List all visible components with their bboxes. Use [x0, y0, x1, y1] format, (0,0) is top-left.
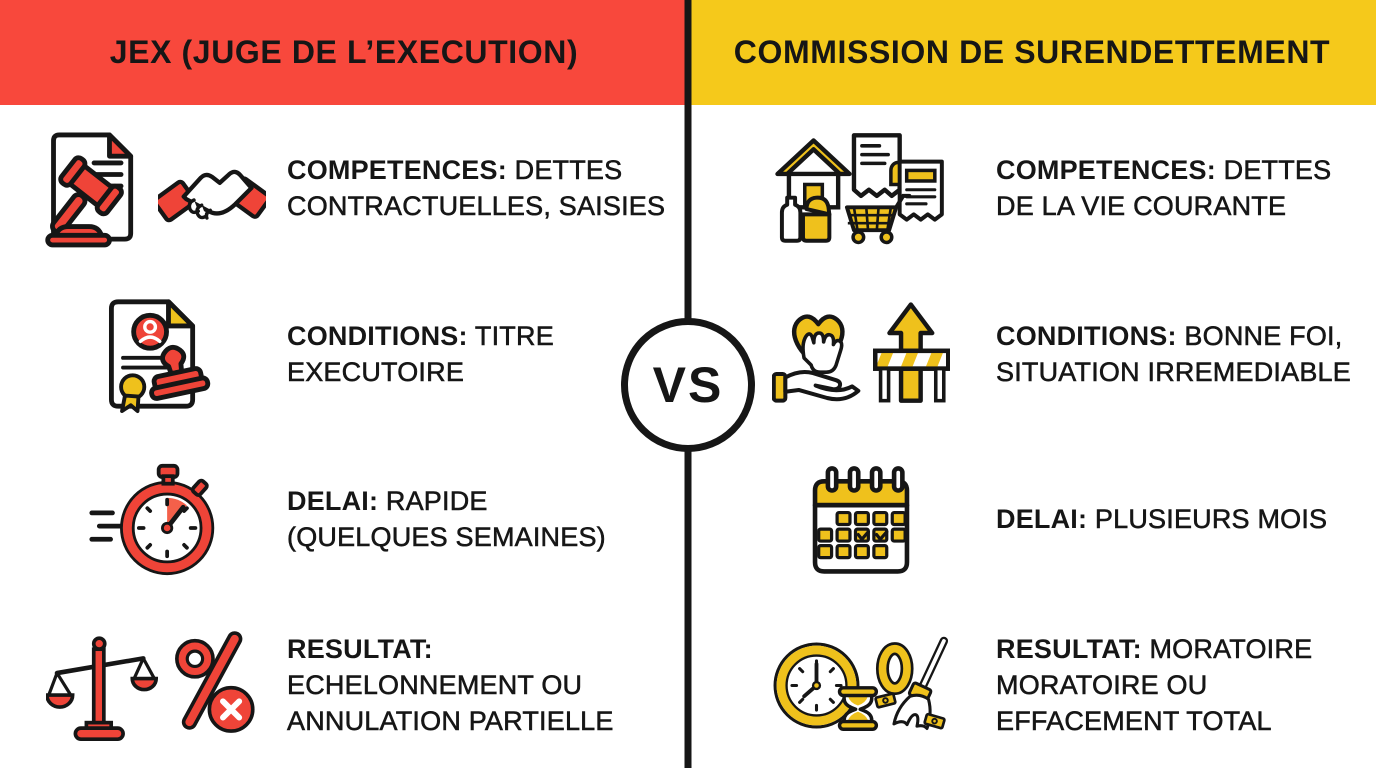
- hand-heart-icon: [772, 314, 861, 403]
- row-label: COMPETENCES:: [287, 154, 507, 185]
- jex-row-resultat: RESULTAT: ECHELONNEMENT OU ANNULATION PA…: [0, 602, 688, 768]
- certificate-stamp-icon: [108, 298, 211, 413]
- jex-conditions-icons: [38, 293, 268, 415]
- commission-delai-icons: [772, 461, 950, 577]
- left-header: JEX (JUGE DE L’EXECUTION): [0, 0, 688, 105]
- jex-competences-icons: [38, 128, 268, 248]
- money-bill-icon: [874, 692, 897, 709]
- zero-icon: [875, 641, 914, 695]
- jex-row-delai: DELAI: RAPIDE (QUELQUES SEMAINES): [0, 437, 688, 603]
- jex-conditions-text: CONDITIONS: TITRE EXECUTOIRE: [287, 320, 554, 387]
- commission-row-delai: DELAI: PLUSIEURS MOIS: [688, 437, 1376, 603]
- groceries-icon: [779, 195, 832, 243]
- jex-row-competences: COMPETENCES: DETTES CONTRACTUELLES, SAIS…: [0, 105, 688, 271]
- jex-resultat-icons: [38, 627, 268, 743]
- commission-competences-text: COMPETENCES: DETTES DE LA VIE COURANTE: [996, 154, 1332, 222]
- time-erase-icon: [773, 636, 949, 731]
- calendar-days: [817, 511, 907, 560]
- money-bill2-icon: [923, 712, 946, 730]
- commission-delai-text: DELAI: PLUSIEURS MOIS: [996, 504, 1328, 535]
- stamp: [149, 344, 211, 401]
- right-header: COMMISSION DE SURENDETTEMENT: [688, 0, 1376, 105]
- household-expenses-icon: [775, 132, 944, 245]
- jex-row-conditions: CONDITIONS: TITRE EXECUTOIRE: [0, 271, 688, 437]
- commission-competences-icons: [772, 130, 950, 246]
- receipt-icon: [851, 132, 907, 198]
- header-band: JEX (JUGE DE L’EXECUTION) COMMISSION DE …: [0, 0, 1376, 105]
- commission-conditions-text: CONDITIONS: BONNE FOI, SITUATION IRREMED…: [996, 320, 1351, 387]
- clock-icon: [773, 642, 860, 729]
- hourglass-icon: [837, 685, 879, 731]
- commission-resultat-text: RESULTAT: MORATOIRE MORATOIRE OU EFFACEM…: [996, 634, 1313, 737]
- barrier-arrow-icon: [873, 302, 950, 404]
- commission-row-competences: COMPETENCES: DETTES DE LA VIE COURANTE: [688, 105, 1376, 271]
- commission-row-conditions: CONDITIONS: BONNE FOI, SITUATION IRREMED…: [688, 271, 1376, 437]
- shopping-cart-icon: [844, 193, 912, 245]
- commission-resultat-icons: [772, 631, 950, 740]
- calendar-icon: [812, 466, 910, 575]
- left-header-title: JEX (JUGE DE L’EXECUTION): [109, 34, 579, 70]
- broom-icon: [892, 636, 949, 730]
- comparison-columns: COMPETENCES: DETTES CONTRACTUELLES, SAIS…: [0, 105, 1376, 768]
- scales-icon: [46, 636, 158, 742]
- goodfaith-icon: [772, 302, 950, 404]
- jex-delai-text: DELAI: RAPIDE (QUELQUES SEMAINES): [287, 486, 606, 553]
- commission-row-resultat: RESULTAT: MORATOIRE MORATOIRE OU EFFACEM…: [688, 602, 1376, 768]
- commission-conditions-icons: [772, 299, 950, 408]
- jex-resultat-text: RESULTAT: ECHELONNEMENT OU ANNULATION PA…: [287, 634, 614, 737]
- jex-column: COMPETENCES: DETTES CONTRACTUELLES, SAIS…: [0, 105, 688, 768]
- handshake-icon: [158, 169, 266, 223]
- gavel: [50, 155, 124, 235]
- gavel-document-icon: [45, 132, 134, 248]
- commission-column: COMPETENCES: DETTES DE LA VIE COURANTE: [688, 105, 1376, 768]
- vs-label: VS: [652, 357, 724, 413]
- stopwatch-icon: [89, 463, 215, 575]
- percent-cancel-icon: [175, 631, 255, 734]
- right-header-title: COMMISSION DE SURENDETTEMENT: [733, 34, 1331, 70]
- jex-competences-text: COMPETENCES: DETTES CONTRACTUELLES, SAIS…: [287, 154, 666, 222]
- jex-delai-icons: [38, 460, 268, 579]
- invoice-icon: [897, 159, 944, 222]
- vs-badge: VS: [621, 318, 755, 452]
